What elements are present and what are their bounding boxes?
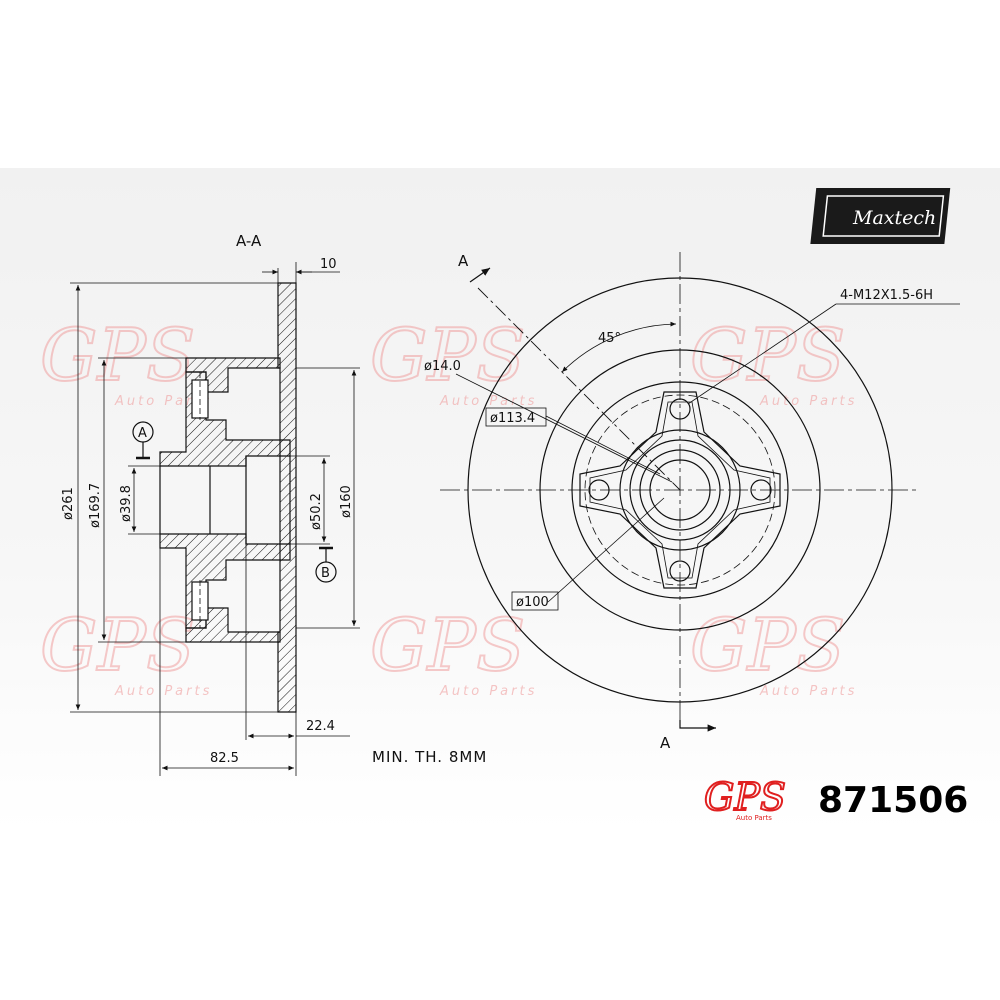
dim-center-bore: ø39.8 <box>119 485 134 522</box>
watermark-group: GPS Auto Parts GPS Auto Parts GPS Auto P… <box>39 312 857 699</box>
watermark-4-sub: Auto Parts <box>114 684 212 699</box>
gps-logo-sub: Auto Parts <box>736 814 772 822</box>
watermark-2: GPS <box>370 313 525 397</box>
dim-bolt-ring-dia: ø169.7 <box>88 483 103 528</box>
watermark-6: GPS <box>690 603 845 687</box>
gps-logo: GPS Auto Parts <box>703 774 787 822</box>
drawing-sheet <box>0 168 1000 832</box>
front-view <box>440 252 960 732</box>
section-view: A-A <box>70 232 360 776</box>
watermark-3: GPS <box>690 313 845 397</box>
watermark-5: GPS <box>370 603 525 687</box>
watermark-6-sub: Auto Parts <box>759 684 857 699</box>
dim-thickness: 10 <box>320 257 337 272</box>
watermark-1: GPS <box>40 313 195 397</box>
section-title: A-A <box>236 232 262 250</box>
min-thickness-note: MIN. TH. 8MM <box>372 748 487 766</box>
maxtech-logo: Maxtech <box>810 188 951 244</box>
angle-label: 45° <box>598 331 621 346</box>
dim-outer-dia: ø261 <box>61 487 76 520</box>
gps-logo-text: GPS <box>704 775 786 819</box>
front-view-labels: A A 45° 4-M12X1.5-6H ø14.0 ø113.4 ø100 <box>424 252 933 752</box>
thread-spec: 4-M12X1.5-6H <box>840 288 933 303</box>
hole-dia-label: ø14.0 <box>424 359 461 374</box>
dia-113-label: ø113.4 <box>490 411 535 426</box>
section-arrow-a-top: A <box>458 252 469 270</box>
dia-100-label: ø100 <box>516 595 549 610</box>
datum-b-label: B <box>321 566 330 581</box>
maxtech-logo-text: Maxtech <box>852 207 936 229</box>
dim-inner-dia: ø160 <box>339 485 354 518</box>
dim-height: 82.5 <box>210 751 239 766</box>
watermark-5-sub: Auto Parts <box>439 684 537 699</box>
dim-offset: 22.4 <box>306 719 335 734</box>
section-view-labels: 10 ø261 ø169.7 ø39.8 ø50.2 ø160 22.4 82.… <box>61 257 354 766</box>
dim-hub-dia: ø50.2 <box>309 493 324 530</box>
watermark-4: GPS <box>40 603 195 687</box>
part-number: 871506 <box>818 780 968 821</box>
watermark-2-sub: Auto Parts <box>439 394 537 409</box>
section-arrow-a-bottom: A <box>660 734 671 752</box>
watermark-3-sub: Auto Parts <box>759 394 857 409</box>
datum-a-label: A <box>138 426 147 441</box>
